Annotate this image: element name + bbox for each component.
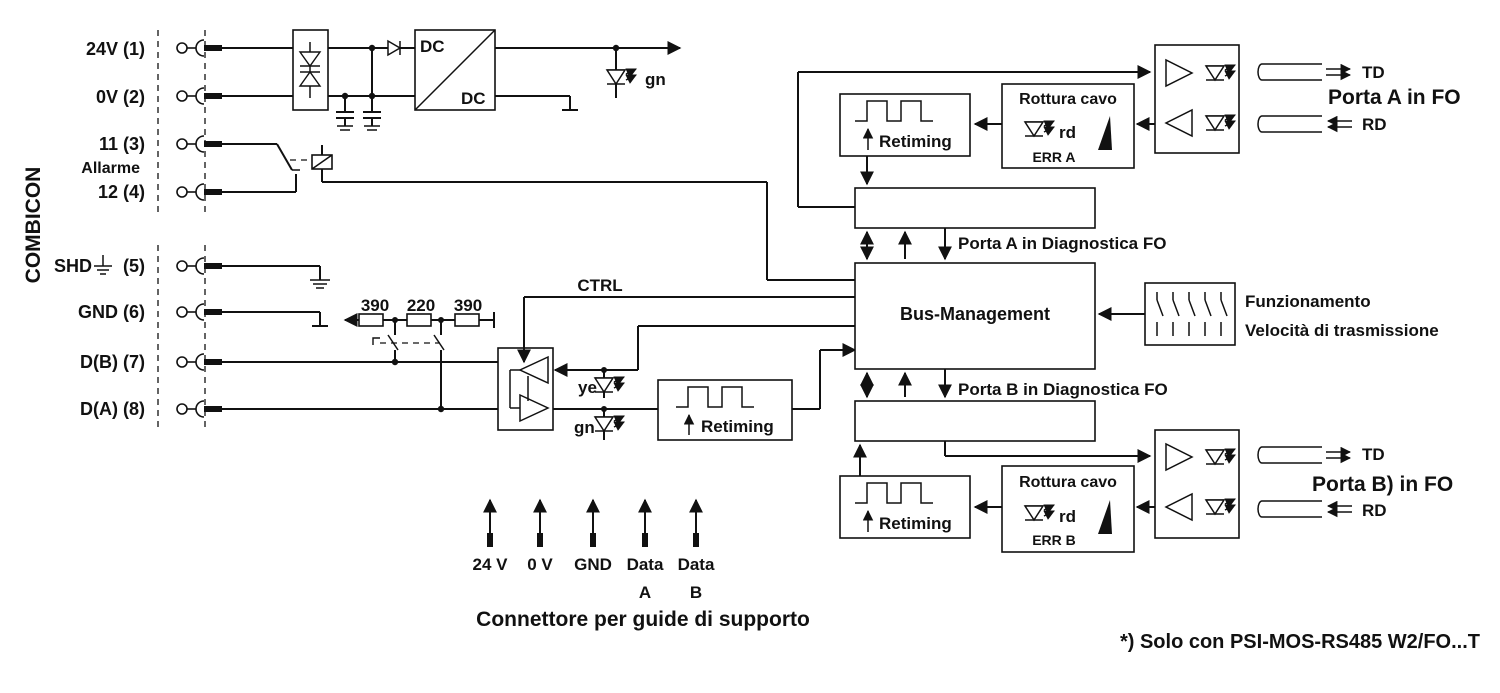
terminal-8 <box>176 400 223 418</box>
port-b-fiber-cables <box>1257 446 1352 518</box>
port-b-rd-label: RD <box>1362 501 1387 520</box>
terminal-label-5: (5) <box>123 256 145 276</box>
rail-connector-pins <box>483 498 703 547</box>
retiming-bus-label: Retiming <box>701 417 774 436</box>
bus-management-label: Bus-Management <box>900 304 1050 324</box>
terminal-4 <box>176 183 223 201</box>
termination-resistor-network <box>343 312 495 409</box>
resistor-2-label: 220 <box>407 296 435 315</box>
port-b-wiring <box>853 441 1155 514</box>
dip-switch-block <box>1097 282 1236 346</box>
cable-break-b-block <box>1001 465 1135 553</box>
rail-pin-3-label: GND <box>574 555 612 574</box>
bus-data-wiring <box>222 358 498 413</box>
ctrl-wiring <box>517 296 855 440</box>
resistor-3-label: 390 <box>454 296 482 315</box>
diagnostic-arrows <box>860 228 952 399</box>
resistor-1-label: 390 <box>361 296 389 315</box>
terminal-label-gnd: GND (6) <box>78 302 145 322</box>
cable-break-a-label: Rottura cavo <box>1019 91 1117 108</box>
terminal-6 <box>176 303 223 321</box>
port-a-td-label: TD <box>1362 63 1385 82</box>
port-a-title: Porta A in FO <box>1328 86 1461 109</box>
power-led-icon <box>607 69 636 84</box>
retiming-block-b <box>839 475 971 539</box>
rail-pin-1-label: 24 V <box>473 555 509 574</box>
rail-connector-caption: Connettore per guide di supporto <box>476 608 810 631</box>
capacitor-icon <box>336 111 381 131</box>
terminal-5 <box>176 257 223 275</box>
port-a-rd-label: RD <box>1362 115 1387 134</box>
retiming-block-a <box>839 93 971 157</box>
rs485-transceiver <box>497 347 554 431</box>
terminal-label-12: 12 (4) <box>98 182 145 202</box>
ctrl-label: CTRL <box>577 276 622 295</box>
terminal-label-0v: 0V (2) <box>96 87 145 107</box>
terminal-label-da: D(A) (8) <box>80 399 145 419</box>
rail-pin-5-sublabel: B <box>690 583 702 602</box>
gnd-wiring <box>222 311 328 327</box>
port-b-title: Porta B) in FO <box>1312 473 1453 496</box>
switch-label-line2: Velocità di trasmissione <box>1245 321 1439 340</box>
power-wiring <box>222 47 293 97</box>
cable-break-a-block <box>1001 83 1135 169</box>
terminal-3 <box>176 135 223 153</box>
port-a-wiring <box>797 65 1155 208</box>
shield-ground-icon <box>94 255 112 275</box>
cable-break-b-label: Rottura cavo <box>1019 474 1117 491</box>
dc-output-label: DC <box>461 89 486 108</box>
terminal-label-11: 11 (3) <box>99 134 145 154</box>
terminal-label-alarm: Allarme <box>81 160 140 177</box>
terminal-7 <box>176 353 223 371</box>
terminal-label-shd: SHD <box>54 256 92 276</box>
bus-management-block <box>854 262 1096 370</box>
shield-ground <box>222 265 330 289</box>
gn-led-icon <box>595 416 624 431</box>
port-a-optical-block <box>1154 44 1240 154</box>
dc-output-wiring <box>495 41 682 111</box>
retiming-block-bus <box>657 379 793 441</box>
rail-pin-2-label: 0 V <box>527 555 553 574</box>
port-b-td-label: TD <box>1362 445 1385 464</box>
diode-icon <box>387 39 402 57</box>
retiming-a-label: Retiming <box>879 132 952 151</box>
err-a-rd-label: rd <box>1059 123 1076 142</box>
err-b-label: ERR B <box>1032 532 1076 548</box>
alarm-relay-contact <box>222 143 312 193</box>
port-a-interface-block <box>854 187 1096 229</box>
switch-label-line1: Funzionamento <box>1245 292 1371 311</box>
terminal-label-24v: 24V (1) <box>86 39 145 59</box>
terminal-1 <box>176 39 223 57</box>
rail-pin-5-label: Data <box>678 555 715 574</box>
relay-coil-icon <box>311 145 855 281</box>
rail-pin-4-sublabel: A <box>639 583 651 602</box>
dc-dc-converter <box>414 29 496 111</box>
ye-led-label: ye <box>578 378 597 397</box>
terminal-label-db: D(B) (7) <box>80 352 145 372</box>
port-b-optical-block <box>1154 429 1240 539</box>
port-b-interface-block <box>854 400 1096 442</box>
power-led-gn-label: gn <box>645 70 666 89</box>
retiming-bus-wiring <box>792 343 857 410</box>
err-b-rd-label: rd <box>1059 507 1076 526</box>
gn-led-label: gn <box>574 418 595 437</box>
port-b-diagnostic-label: Porta B in Diagnostica FO <box>958 380 1168 399</box>
terminal-2 <box>176 87 223 105</box>
ye-led-icon <box>595 377 624 392</box>
combicon-label: COMBICON <box>22 167 45 284</box>
rectifier-bridge-icon <box>292 29 329 111</box>
power-wiring-2 <box>328 44 415 112</box>
dc-input-label: DC <box>420 37 445 56</box>
port-a-diagnostic-label: Porta A in Diagnostica FO <box>958 234 1166 253</box>
rail-pin-4-label: Data <box>627 555 664 574</box>
footnote: *) Solo con PSI-MOS-RS485 W2/FO...T <box>1120 631 1480 653</box>
port-a-fiber-cables <box>1257 63 1352 133</box>
retiming-b-label: Retiming <box>879 514 952 533</box>
err-a-label: ERR A <box>1032 149 1075 165</box>
